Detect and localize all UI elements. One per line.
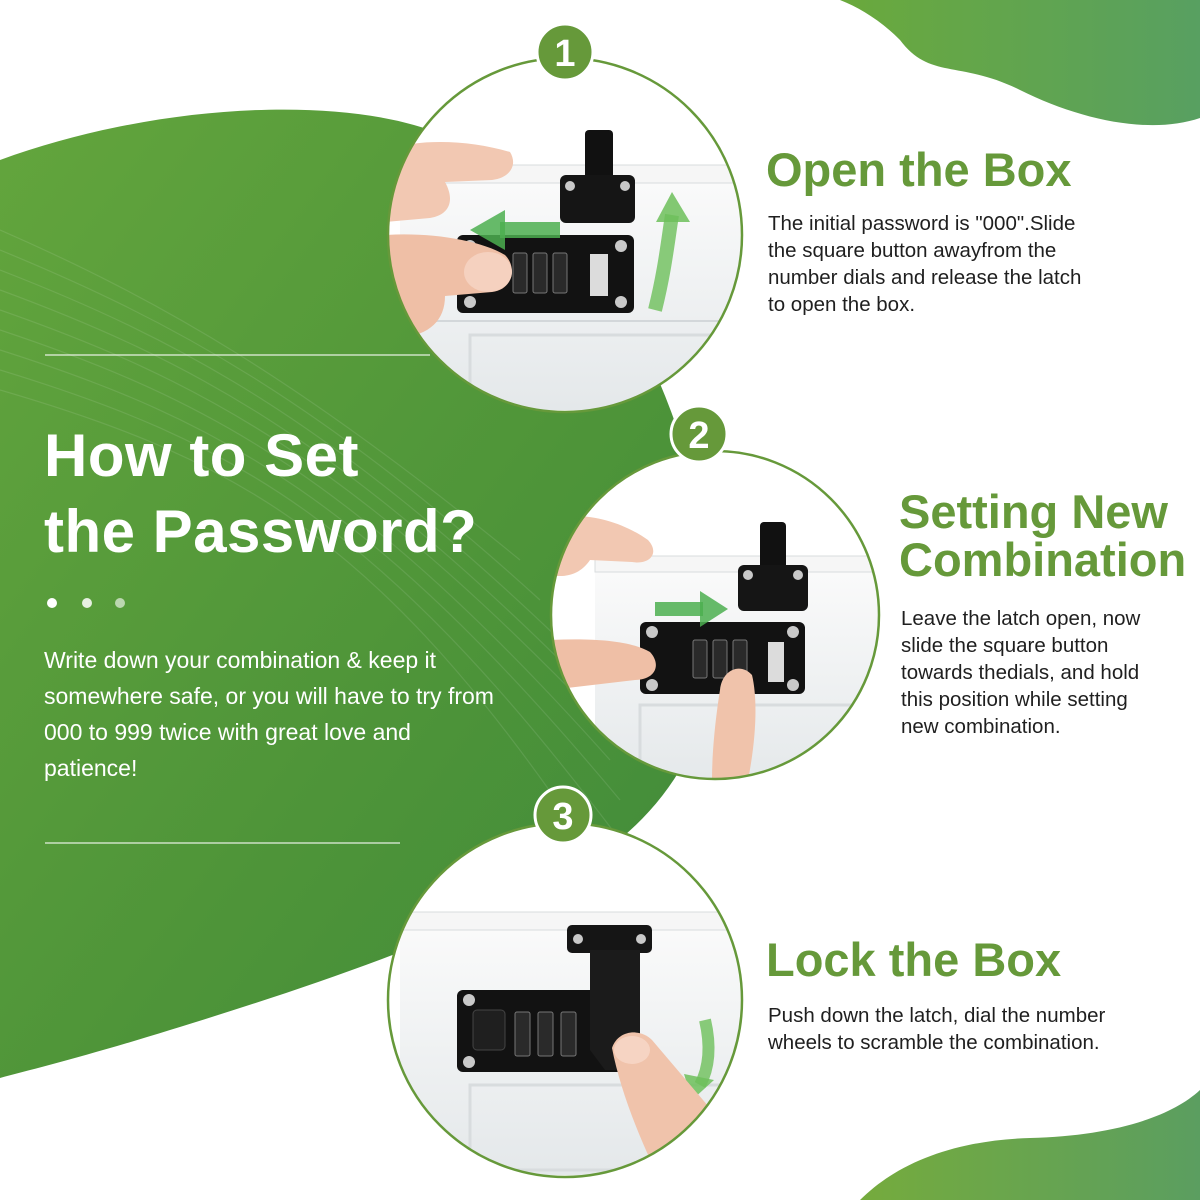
main-title: How to Set the Password? <box>44 422 478 565</box>
step-3-photo <box>386 821 744 1179</box>
step-2-description: Leave the latch open, now slide the squa… <box>901 607 1141 738</box>
badge-number: 3 <box>552 796 573 838</box>
green-blob-top-right <box>840 0 1200 126</box>
hand-icon <box>388 142 514 340</box>
wave-lines <box>0 229 621 881</box>
badge-number: 2 <box>688 415 709 457</box>
green-blob-bottom-right <box>860 1090 1200 1200</box>
intro-text: Write down your combination & keep it so… <box>44 647 494 781</box>
step-1-badge: 1 <box>535 22 595 82</box>
step-1-description: The initial password is "000".Slide the … <box>768 212 1082 316</box>
step-2-badge: 2 <box>669 404 729 464</box>
hand-icon <box>551 516 756 779</box>
step-3-description: Push down the latch, dial the number whe… <box>768 1004 1106 1054</box>
badge-number: 1 <box>554 33 575 75</box>
step-3-badge: 3 <box>533 785 593 845</box>
step-1-photo <box>386 56 744 414</box>
arrow-curve-up-icon <box>648 192 690 312</box>
arrow-right-icon <box>655 591 728 627</box>
arrow-left-icon <box>470 210 560 250</box>
dots-decoration <box>47 598 125 608</box>
step-3-title: Lock the Box <box>766 933 1062 986</box>
step-2-title: Setting New Combination <box>899 485 1187 586</box>
step-1-title: Open the Box <box>766 143 1072 196</box>
